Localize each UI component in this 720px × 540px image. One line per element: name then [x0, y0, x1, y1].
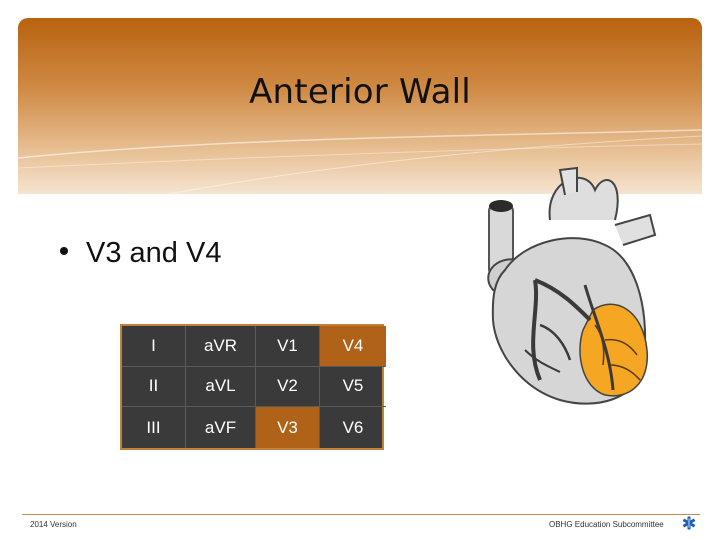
- lead-cell: aVF: [186, 407, 256, 448]
- lead-cell: aVL: [186, 366, 256, 408]
- slide-title: Anterior Wall: [249, 72, 471, 112]
- header-banner: [18, 18, 702, 194]
- ecg-lead-table: I aVR V1 V4 II aVL V2 V5 III aVF V3 V6: [120, 324, 386, 450]
- bullet-item: V3 and V4: [60, 237, 221, 270]
- lead-cell: III: [122, 407, 186, 448]
- lead-cell: V2: [256, 366, 320, 408]
- footer-divider: [22, 514, 700, 515]
- lead-cell-highlighted: V4: [320, 326, 386, 367]
- lead-cell: V5: [320, 367, 386, 408]
- lead-cell-highlighted: V3: [256, 407, 320, 448]
- heart-illustration: [487, 166, 657, 405]
- footer-organization: OBHG Education Subcommittee: [549, 520, 664, 529]
- header-curves: [18, 129, 702, 194]
- lead-cell: V6: [342, 417, 364, 437]
- lead-cell: aVR: [186, 326, 256, 367]
- bullet-text: V3 and V4: [86, 237, 222, 269]
- star-of-life-icon: [682, 516, 696, 530]
- bullet-icon: [60, 247, 68, 256]
- footer-version: 2014 Version: [30, 520, 77, 529]
- lead-cell: II: [122, 366, 186, 408]
- lead-cell: V1: [256, 326, 320, 367]
- lead-cell: I: [122, 326, 186, 367]
